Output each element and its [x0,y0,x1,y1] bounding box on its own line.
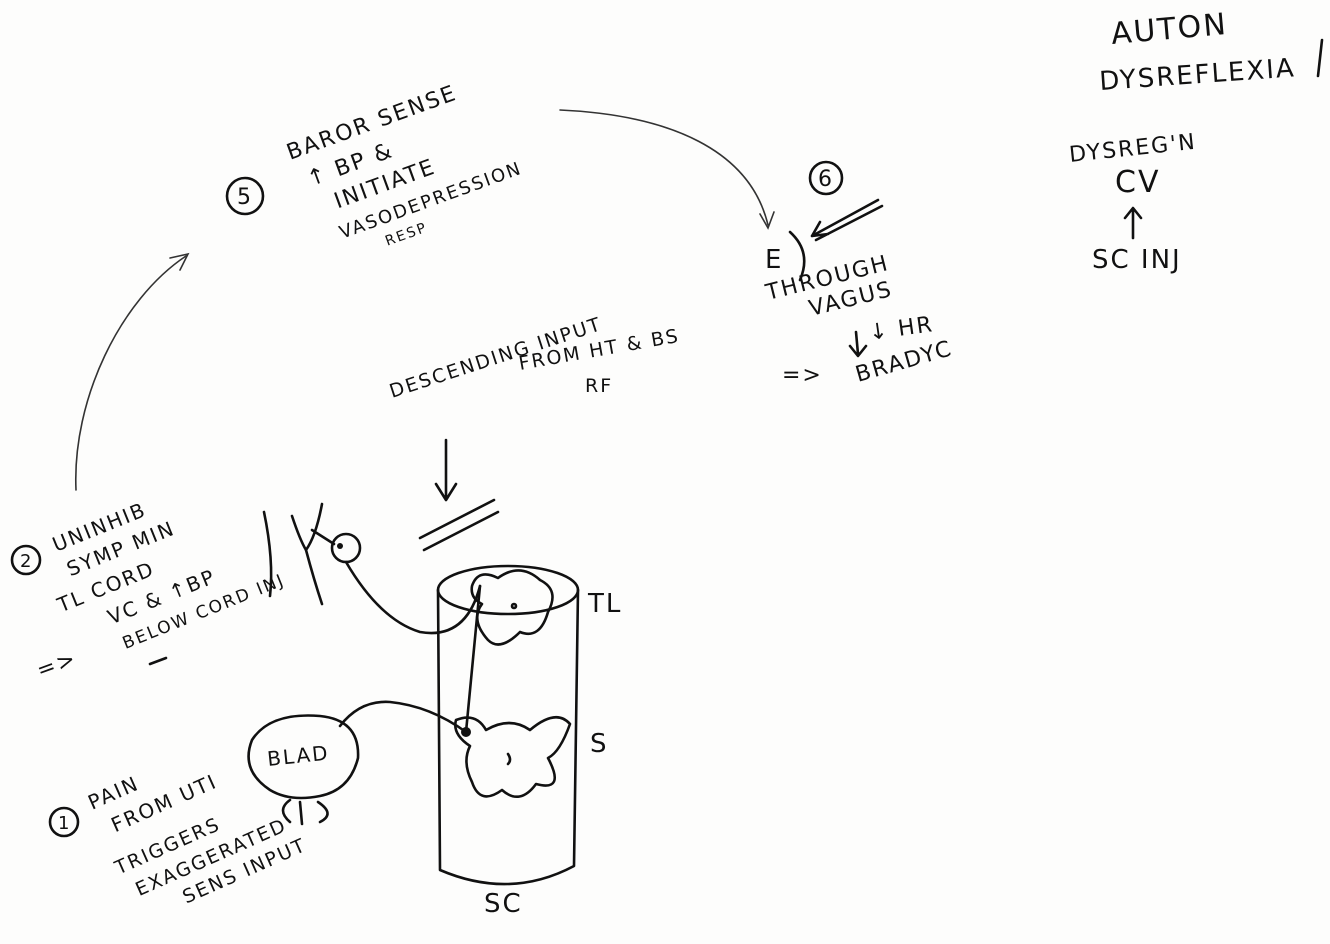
summary-middle: CV [1115,165,1160,200]
title-stroke-mark [1316,38,1324,78]
title-line-1: AUTON [1110,7,1229,52]
spinal-cord-drawing: TL S SC [344,560,622,919]
cord-level-tl: TL [587,589,622,619]
title-block: AUTON DYSREFLEXIA [1098,7,1324,97]
bladder-label: BLAD [266,741,331,771]
step6-implies: => [782,363,823,388]
step6-line-3: ↓ HR [867,312,935,346]
tl-central-canal [510,602,518,610]
step2-text: UNINHIB SYMP MIN TL CORD VC & ↑BP BELOW … [49,497,288,653]
arc-step5-to-effector [559,109,769,226]
effector-label: E [765,245,783,275]
afferent-fiber [338,700,468,734]
step6-block: 6 E THROUGH VAGUS ↓ HR => BRADYC [762,160,956,388]
descending-line-3: RF [585,375,613,397]
intraspinal-tract [464,584,482,734]
effector-bracket [788,230,806,282]
step6-down-arrow [848,330,868,358]
step5-text: BAROR SENSE ↑ BP & INITIATE VASODEPRESSI… [284,81,526,250]
summary-bottom: SC INJ [1092,245,1182,275]
tl-grey-matter [470,569,554,646]
summary-top: DYSREG'N [1068,130,1198,168]
step6-line-4: BRADYC [853,336,956,388]
vessel-wall-1 [262,510,273,598]
step6-number-circle [808,160,844,196]
step2-block: 2 UNINHIB SYMP MIN TL CORD VC & ↑BP BELO… [10,497,288,684]
step6-number: 6 [818,167,834,192]
descending-block-bars [418,498,500,552]
step2-number: 2 [20,551,33,572]
vessel-nerve-link [310,528,336,546]
bladder-drawing: BLAD [247,700,468,826]
title-line-2: DYSREFLEXIA [1098,53,1296,97]
arc-step2-to-step5 [75,255,187,491]
bladder-outlet [281,798,329,826]
preganglionic-fiber [344,560,482,635]
step1-number-circle [48,806,80,838]
ganglion-circle [330,532,362,564]
step2-number-circle [10,544,42,576]
ganglion-dot [337,543,343,549]
step2-implies: => [34,646,81,683]
s-grey-matter [454,716,572,798]
arc-arrowhead-effector [759,211,775,230]
cord-label: SC [484,889,523,919]
descending-arrow [434,438,458,502]
step5-block: 5 BAROR SENSE ↑ BP & INITIATE VASODEPRES… [225,81,526,250]
summary-up-arrow [1123,206,1143,240]
vessel-wall-2 [290,502,324,552]
cord-level-s: S [590,729,609,759]
step2-underline [148,656,168,666]
arc-arrowhead-step5 [169,252,190,271]
cord-body [436,588,580,886]
step1-number: 1 [58,813,71,834]
s-central-canal [506,752,512,766]
descending-block: DESCENDING INPUT FROM HT & BS RF [387,313,681,552]
bladder-outline [247,714,360,800]
step5-number: 5 [237,185,253,210]
step5-number-circle [225,176,265,216]
vessel-wall-3 [304,548,324,606]
double-arrow-to-effector [810,198,884,242]
summary-block: DYSREG'N CV SC INJ [1068,130,1198,275]
